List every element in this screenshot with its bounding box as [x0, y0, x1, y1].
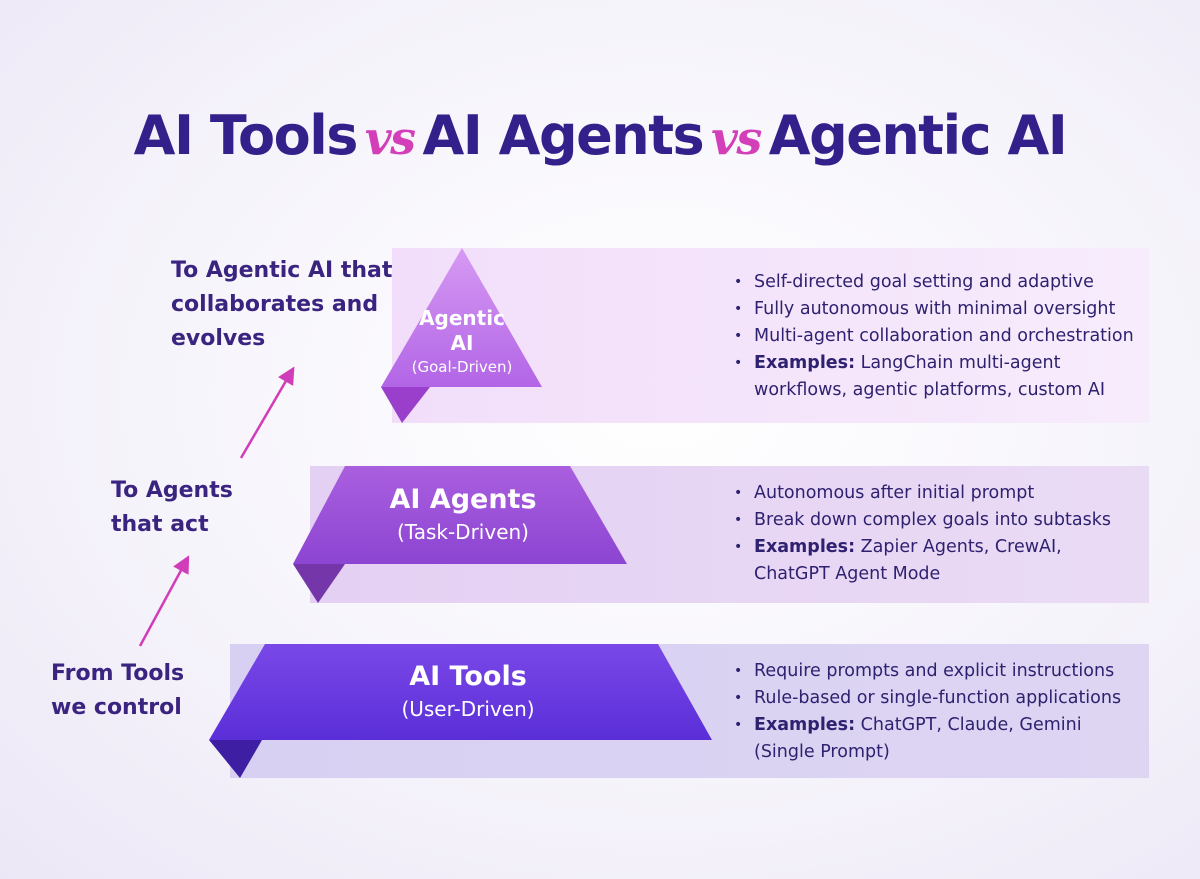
list-item: Break down complex goals into subtasks [734, 507, 1111, 534]
progression-label-agents: To Agents that act [111, 478, 233, 537]
agentic-ai-triangle-fold [381, 387, 430, 423]
title-vs-1: vs [364, 111, 416, 165]
arrow-tools-to-agents [138, 555, 190, 647]
list-item-examples: Examples: Zapier Agents, CrewAI,ChatGPT … [734, 534, 1111, 588]
list-item-examples: Examples: ChatGPT, Claude, Gemini(Single… [734, 712, 1121, 766]
ai-tools-subtitle: (User-Driven) [401, 697, 535, 721]
progression-label-tools: From Tools we control [51, 661, 185, 720]
title-ai-tools: AI Tools [133, 104, 359, 167]
list-item: Require prompts and explicit instruction… [734, 658, 1121, 685]
agentic-ai-title-1: Agentic [419, 306, 505, 330]
title-agentic-ai: Agentic AI [768, 104, 1068, 167]
ai-agents-bullets: Autonomous after initial prompt Break do… [734, 480, 1111, 588]
list-item: Autonomous after initial prompt [734, 480, 1111, 507]
agentic-ai-subtitle: (Goal-Driven) [411, 358, 513, 376]
progression-label-agentic: To Agentic AI that collaborates and evol… [171, 258, 393, 351]
ai-tools-trapezoid [209, 644, 712, 740]
ai-tools-label: AI Tools (User-Driven) [348, 659, 588, 723]
list-item: Self-directed goal setting and adaptive [734, 269, 1134, 296]
agentic-ai-bullets: Self-directed goal setting and adaptive … [734, 269, 1134, 404]
arrow-agents-to-agentic [239, 366, 295, 459]
list-item: Rule-based or single-function applicatio… [734, 685, 1121, 712]
agentic-ai-label: Agentic AI (Goal-Driven) [382, 306, 542, 378]
ai-agents-subtitle: (Task-Driven) [397, 520, 529, 544]
agentic-ai-title-2: AI [450, 331, 474, 355]
list-item: Fully autonomous with minimal oversight [734, 296, 1134, 323]
title-ai-agents: AI Agents [422, 104, 705, 167]
ai-agents-trapezoid-fold [293, 564, 345, 603]
list-item: Multi-agent collaboration and orchestrat… [734, 323, 1134, 350]
ai-agents-label: AI Agents (Task-Driven) [343, 482, 583, 546]
list-item-examples: Examples: LangChain multi-agentworkflows… [734, 350, 1134, 404]
ai-agents-title: AI Agents [389, 484, 537, 515]
agentic-ai-triangle [381, 248, 542, 387]
ai-tools-trapezoid-fold [209, 740, 262, 778]
title-vs-2: vs [711, 111, 762, 165]
ai-tools-title: AI Tools [409, 661, 527, 692]
ai-agents-trapezoid [293, 466, 627, 564]
ai-tools-bullets: Require prompts and explicit instruction… [734, 658, 1121, 766]
